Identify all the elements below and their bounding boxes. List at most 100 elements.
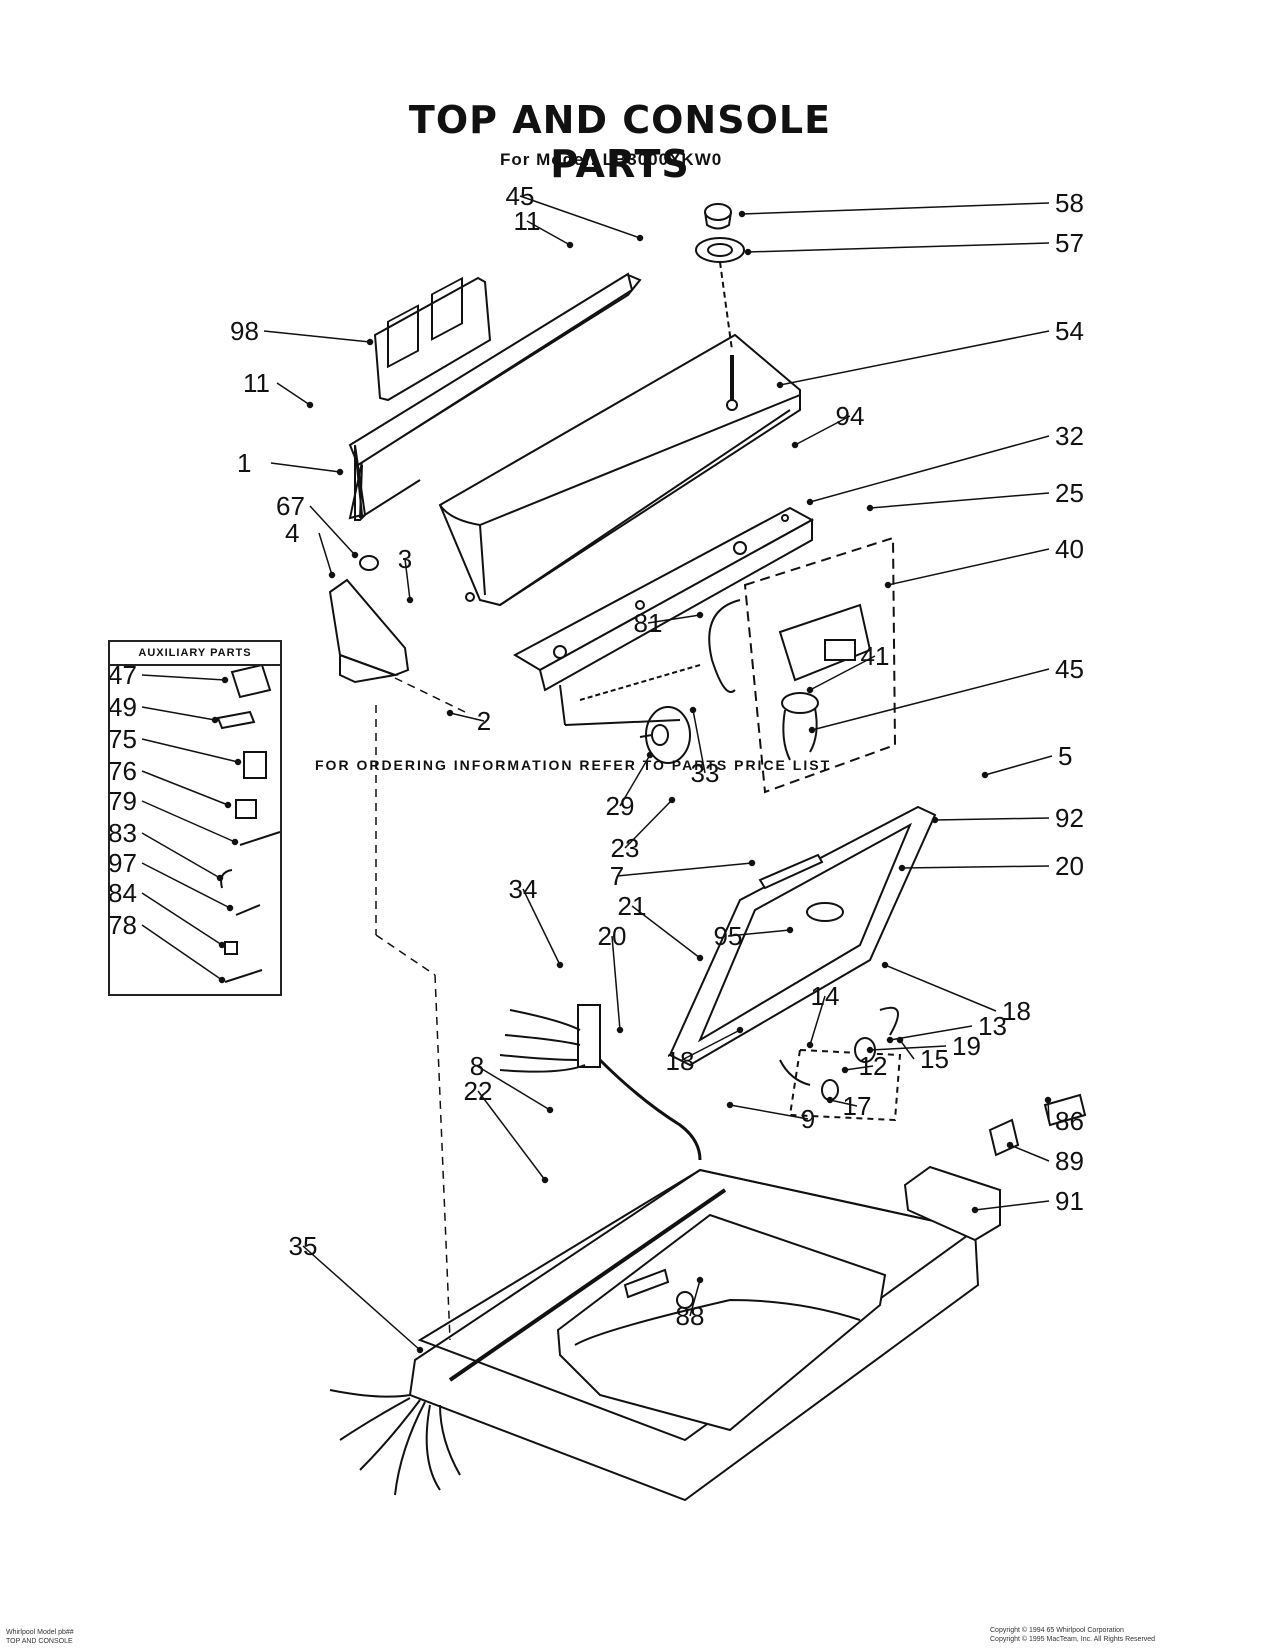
leader-arrowhead [884,581,892,589]
console-top-part [438,333,801,607]
leader-arrowhead [336,468,344,476]
leader-line [809,995,826,1046]
callout-label: 76 [108,756,137,786]
leader-line [318,532,333,576]
leader-arrowhead [886,1036,894,1044]
leader-line [522,888,561,966]
leader-arrowhead [689,706,697,714]
callout-label: 75 [108,724,137,754]
leader-line [141,862,231,909]
callout-label: 40 [1055,534,1084,564]
callout-label: 91 [1055,1186,1084,1216]
leader-line [984,755,1053,776]
leader-arrowhead [406,596,414,604]
callout-label: 18 [1002,996,1031,1026]
callout-label: 8 [470,1051,484,1081]
callout-label: 18 [666,1046,695,1076]
callout-label: 32 [1055,421,1084,451]
bottom-left-note-line: Whirlpool Model pb## [6,1629,74,1636]
leader-arrowhead [231,838,239,846]
leader-line [619,754,651,807]
model-subtitle: For Model: LB3000XKW0 [500,150,723,169]
callout-label: 95 [714,921,743,951]
leader-line [141,800,236,843]
leader-arrowhead [776,381,784,389]
callout-label: 15 [920,1044,949,1074]
leader-arrowhead [806,1041,814,1049]
leader-line [869,1045,947,1051]
callout-label: 7 [610,861,624,891]
callout-label: 83 [108,818,137,848]
callout-label: 54 [1055,316,1084,346]
leader-line [729,1104,809,1120]
leader-arrowhead [556,961,564,969]
leader-arrowhead [931,816,939,824]
leader-line [1047,1099,1050,1122]
callout-label: 2 [477,706,491,736]
end-cap-part [328,555,410,684]
leader-arrowhead [416,1346,424,1354]
leader-line [844,1065,874,1071]
leader-line [647,614,701,624]
callout-label: 58 [1055,188,1084,218]
leader-line [811,668,1050,731]
leader-arrowhead [696,954,704,962]
callout-label: 5 [1058,741,1072,771]
leader-line [974,1200,1050,1211]
callout-label: 45 [1055,654,1084,684]
leader-line [901,865,1050,869]
leader-line [679,1029,741,1062]
leader-arrowhead [881,961,889,969]
timer-part [559,599,741,764]
callout-label: 22 [464,1076,493,1106]
leader-arrowhead [646,751,654,759]
callout-label: 19 [952,1031,981,1061]
leader-line [631,905,701,959]
callout-label: 97 [108,848,137,878]
leader-arrowhead [541,1176,549,1184]
leader-line [616,862,753,877]
callout-label: 1 [237,448,251,478]
leader-arrowhead [791,441,799,449]
leader-arrowhead [971,1206,979,1214]
leader-arrowhead [566,241,574,249]
callout-label: 84 [108,878,137,908]
auxiliary-parts-title: AUXILIARY PARTS [110,642,280,666]
bottom-wire-harness-part [329,1389,461,1496]
leader-arrowhead [898,864,906,872]
leader-arrowhead [221,676,229,684]
copyright-line: Copyright © 1994 65 Whirlpool Corporatio… [990,1627,1124,1634]
leader-line [526,220,571,246]
leader-arrowhead [1006,1141,1014,1149]
auxiliary-parts-drawings [216,663,281,983]
leader-arrowhead [224,801,232,809]
leader-arrowhead [806,498,814,506]
leader-arrowhead [218,976,226,984]
callout-label: 89 [1055,1146,1084,1176]
leader-line [141,832,221,879]
callout-label: 86 [1055,1106,1084,1136]
diagram-holder-part [373,276,492,402]
copyright-note: Copyright © 1994 65 Whirlpool Corporatio… [990,1626,1155,1644]
leader-arrowhead [744,248,752,256]
leader-arrowhead [351,551,359,559]
callout-label: 41 [861,641,890,671]
leader-arrowhead [366,338,374,346]
leader-line [476,1065,551,1111]
leader-arrowhead [786,926,794,934]
callout-label: 29 [606,791,635,821]
callout-label: 13 [978,1011,1007,1041]
callout-label: 67 [276,491,305,521]
callout-label: 14 [811,981,840,1011]
callout-label: 33 [691,758,720,788]
callout-label: 49 [108,692,137,722]
leader-line [611,935,621,1031]
knob-part [695,203,745,351]
leader-arrowhead [636,234,644,242]
leader-arrowhead [981,771,989,779]
copyright-line: Copyright © 1995 MacTeam, Inc. All Right… [990,1636,1156,1643]
console-panel-part [348,272,642,521]
leader-arrowhead [328,571,336,579]
